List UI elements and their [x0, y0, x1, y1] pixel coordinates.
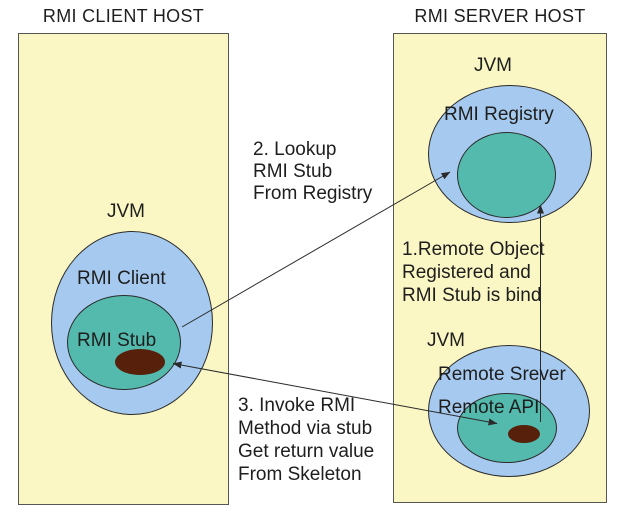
step1-register-annotation: 1.Remote Object Registered and RMI Stub …	[402, 239, 545, 306]
registry-jvm-label: JVM	[474, 55, 512, 76]
rmi-stub-label: RMI Stub	[77, 330, 157, 351]
client-jvm-label: JVM	[107, 201, 145, 222]
rmi-registry-label: RMI Registry	[444, 104, 554, 125]
server-host-title: RMI SERVER HOST	[414, 6, 586, 26]
client-stub-object-dot	[115, 349, 165, 375]
step2-lookup-annotation: 2. Lookup RMI Stub From Registry	[253, 139, 373, 204]
remote-object-dot	[508, 425, 540, 443]
remote-api-label: Remote API	[438, 397, 540, 418]
client-host-title: RMI CLIENT HOST	[42, 6, 205, 26]
step3-invoke-annotation: 3. Invoke RMI Method via stub Get return…	[238, 395, 375, 485]
registry-inner-ellipse	[457, 132, 556, 218]
remote-server-label: Remote Srever	[438, 364, 566, 385]
rmi-stub-ellipse	[67, 295, 181, 390]
rmi-client-label: RMI Client	[77, 268, 166, 289]
server-jvm-label: JVM	[427, 330, 465, 351]
